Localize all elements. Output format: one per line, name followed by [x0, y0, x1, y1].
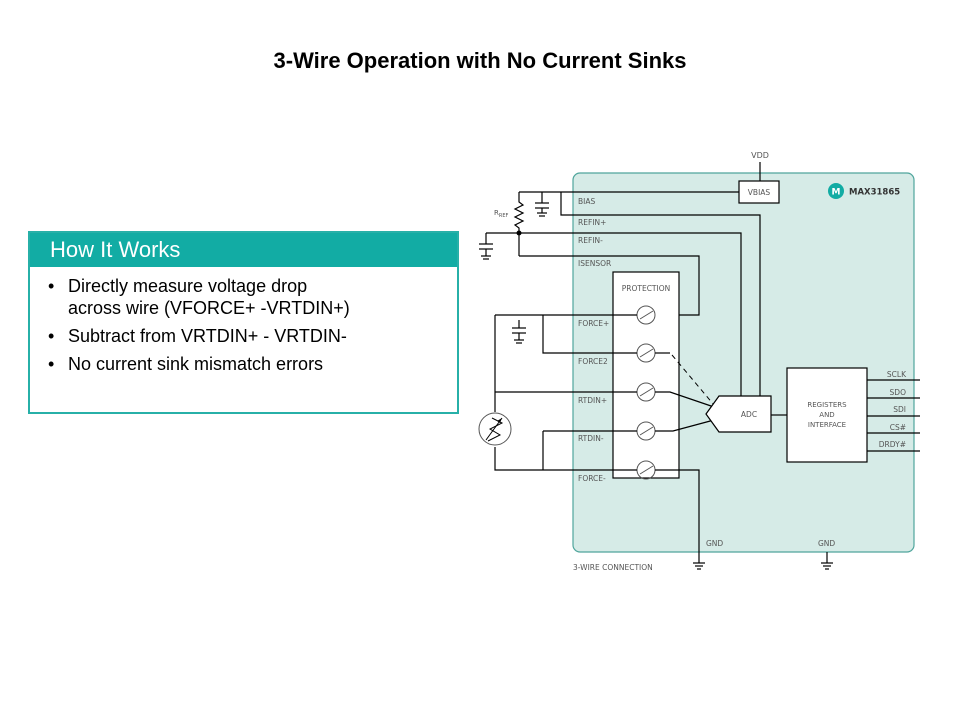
pin-rtdin-minus: RTDIN-: [578, 434, 604, 443]
maxim-logo-icon: [828, 183, 844, 199]
how-it-works-box: How It Works • Directly measure voltage …: [28, 231, 459, 414]
registers-label: REGISTERS: [807, 401, 847, 409]
pin-force2: FORCE2: [578, 357, 608, 366]
rtd-sensor-icon: [478, 412, 512, 446]
rtdin-minus-adc-wire: [655, 419, 715, 432]
pin-drdy: DRDY#: [879, 440, 906, 449]
bullet-text: Subtract from VRTDIN+ - VRTDIN-: [68, 326, 347, 346]
pin-sclk: SCLK: [887, 370, 907, 379]
bullet-text-cont: across wire (VFORCE+ -VRTDIN+): [68, 298, 350, 318]
protection-label: PROTECTION: [622, 284, 671, 293]
adc-block: [705, 395, 772, 433]
gnd-label: GND: [706, 539, 723, 548]
pin-sdi: SDI: [893, 405, 906, 414]
bullet-text: Directly measure voltage drop: [68, 276, 308, 296]
how-it-works-header: How It Works: [30, 233, 457, 267]
pin-cs: CS#: [890, 423, 906, 432]
rref-resistor: [513, 192, 525, 256]
maxim-logo-glyph: M: [832, 188, 841, 198]
pin-refin-plus: REFIN+: [578, 218, 606, 227]
bullet-item: • Directly measure voltage drop across w…: [48, 275, 457, 319]
rtd-bottom-wire: [494, 447, 637, 471]
rref-label: RREF: [494, 209, 509, 219]
pin-refin-minus: REFIN-: [578, 236, 603, 245]
registers-label: INTERFACE: [808, 421, 846, 429]
force2-dashed-wire: [671, 354, 715, 406]
chip-name: MAX31865: [849, 188, 900, 198]
bullet-icon: •: [48, 326, 55, 346]
bullet-icon: •: [48, 354, 55, 374]
pin-bias: BIAS: [578, 197, 595, 206]
bullet-item: • Subtract from VRTDIN+ - VRTDIN-: [48, 325, 457, 347]
switch-icon: [639, 426, 654, 436]
bullet-icon: •: [48, 276, 55, 296]
rtdin-plus-adc-wire: [655, 391, 715, 408]
bullet-item: • No current sink mismatch errors: [48, 353, 457, 375]
refin-plus-wire: [560, 192, 761, 432]
diagram-caption: 3-WIRE CONNECTION: [573, 563, 653, 572]
registers-block: [786, 367, 868, 463]
switch-icon: [639, 465, 654, 475]
vdd-label: VDD: [751, 151, 769, 160]
switch-icon: [639, 310, 654, 320]
switch-icon: [639, 387, 654, 397]
isensor-wire: [519, 255, 700, 316]
pin-isensor: ISENSOR: [578, 259, 611, 268]
registers-label: AND: [819, 411, 834, 419]
switch-icon: [639, 348, 654, 358]
force2-wire: [542, 315, 637, 354]
refin-minus-wire: [486, 232, 742, 410]
gnd-label: GND: [818, 539, 835, 548]
vbias-label: VBIAS: [748, 188, 771, 197]
how-it-works-list: • Directly measure voltage drop across w…: [30, 267, 457, 375]
pin-rtdin-plus: RTDIN+: [578, 396, 607, 405]
force-minus-gnd-wire: [655, 469, 700, 563]
adc-label: ADC: [741, 410, 757, 419]
pin-force-plus: FORCE+: [578, 319, 609, 328]
slide-title: 3-Wire Operation with No Current Sinks: [273, 48, 687, 73]
pin-sdo: SDO: [890, 388, 907, 397]
pin-force-minus: FORCE-: [578, 474, 606, 483]
junction-dot: [516, 230, 522, 236]
bullet-text: No current sink mismatch errors: [68, 354, 324, 374]
protection-block: [612, 271, 680, 479]
